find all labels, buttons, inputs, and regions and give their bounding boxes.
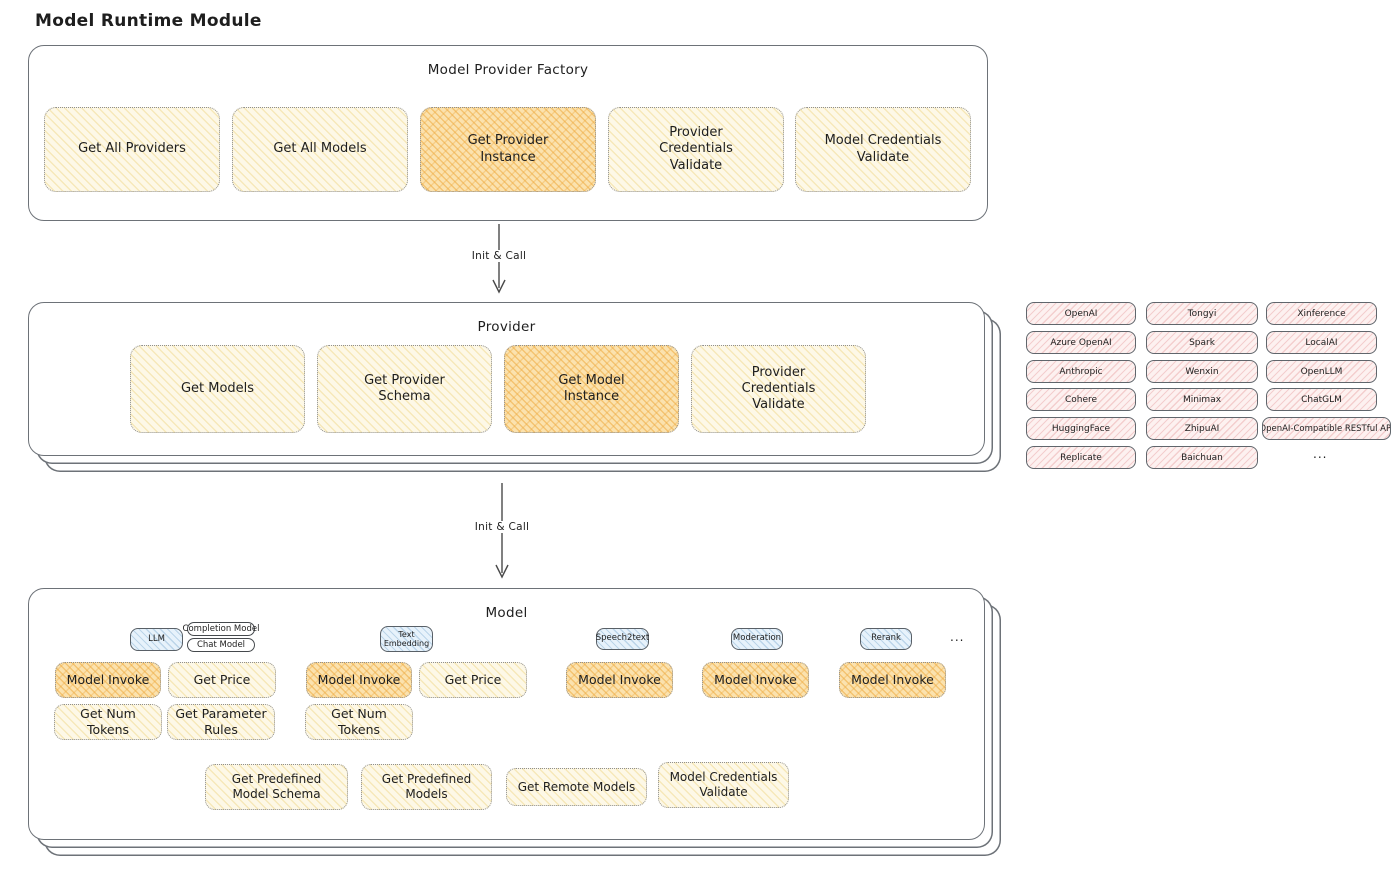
speech2text-button-model-invoke[interactable]: Model Invoke — [566, 662, 673, 698]
tag-rerank[interactable]: Rerank — [860, 628, 912, 650]
provider-chip-openai[interactable]: OpenAI — [1026, 302, 1136, 325]
provider-chip-baichuan[interactable]: Baichuan — [1146, 446, 1258, 469]
tag-text-embedding[interactable]: Text Embedding — [380, 626, 433, 652]
provider-chip-huggingface[interactable]: HuggingFace — [1026, 417, 1136, 440]
provider-chip-chatglm[interactable]: ChatGLM — [1266, 388, 1377, 411]
factory-button-get-all-providers[interactable]: Get All Providers — [44, 107, 220, 192]
model-button-get-remote-models[interactable]: Get Remote Models — [506, 768, 647, 806]
provider-button-get-model-instance[interactable]: Get Model Instance — [504, 345, 679, 433]
provider-chip-tongyi[interactable]: Tongyi — [1146, 302, 1258, 325]
provider-chip-wenxin[interactable]: Wenxin — [1146, 360, 1258, 383]
tag-chat-model[interactable]: Chat Model — [187, 638, 255, 652]
arrow-label-init-call-1: Init & Call — [466, 250, 532, 262]
arrow-provider-to-model — [495, 483, 509, 579]
arrow-label-init-call-2: Init & Call — [469, 521, 535, 533]
model-types-more-ellipsis: ... — [950, 630, 965, 644]
provider-chip-anthropic[interactable]: Anthropic — [1026, 360, 1136, 383]
tag-moderation[interactable]: Moderation — [731, 628, 783, 650]
llm-button-model-invoke[interactable]: Model Invoke — [55, 662, 161, 698]
model-button-get-predefined-models[interactable]: Get Predefined Models — [361, 764, 492, 810]
factory-button-provider-credentials-validate[interactable]: Provider Credentials Validate — [608, 107, 784, 192]
provider-chip-replicate[interactable]: Replicate — [1026, 446, 1136, 469]
moderation-button-model-invoke[interactable]: Model Invoke — [702, 662, 809, 698]
provider-chip-localai[interactable]: LocalAI — [1266, 331, 1377, 354]
page-title: Model Runtime Module — [35, 11, 262, 31]
text-embedding-button-get-price[interactable]: Get Price — [419, 662, 527, 698]
provider-chip-openllm[interactable]: OpenLLM — [1266, 360, 1377, 383]
provider-button-provider-credentials-validate[interactable]: Provider Credentials Validate — [691, 345, 866, 433]
factory-button-get-provider-instance[interactable]: Get Provider Instance — [420, 107, 596, 192]
provider-chip-zhipuai[interactable]: ZhipuAI — [1146, 417, 1258, 440]
provider-chip-spark[interactable]: Spark — [1146, 331, 1258, 354]
model-button-model-credentials-validate[interactable]: Model Credentials Validate — [658, 762, 789, 808]
provider-chip-xinference[interactable]: Xinference — [1266, 302, 1377, 325]
provider-chip-openai-compatible[interactable]: OpenAI-Compatible RESTful API — [1262, 417, 1391, 440]
llm-button-get-price[interactable]: Get Price — [168, 662, 276, 698]
model-button-get-predefined-model-schema[interactable]: Get Predefined Model Schema — [205, 764, 348, 810]
provider-button-get-provider-schema[interactable]: Get Provider Schema — [317, 345, 492, 433]
provider-chip-cohere[interactable]: Cohere — [1026, 388, 1136, 411]
tag-speech2text[interactable]: Speech2text — [596, 628, 649, 650]
llm-button-get-num-tokens[interactable]: Get Num Tokens — [54, 704, 162, 740]
provider-button-get-models[interactable]: Get Models — [130, 345, 305, 433]
factory-title: Model Provider Factory — [427, 62, 589, 78]
provider-chip-minimax[interactable]: Minimax — [1146, 388, 1258, 411]
providers-more-ellipsis: ... — [1313, 447, 1328, 461]
factory-button-model-credentials-validate[interactable]: Model Credentials Validate — [795, 107, 971, 192]
tag-completion-model[interactable]: Completion Model — [182, 622, 260, 636]
provider-chip-azure-openai[interactable]: Azure OpenAI — [1026, 331, 1136, 354]
text-embedding-button-get-num-tokens[interactable]: Get Num Tokens — [305, 704, 413, 740]
factory-button-get-all-models[interactable]: Get All Models — [232, 107, 408, 192]
llm-button-get-parameter-rules[interactable]: Get Parameter Rules — [167, 704, 275, 740]
tag-llm[interactable]: LLM — [130, 628, 183, 651]
text-embedding-button-model-invoke[interactable]: Model Invoke — [306, 662, 412, 698]
provider-title: Provider — [477, 319, 536, 335]
rerank-button-model-invoke[interactable]: Model Invoke — [839, 662, 946, 698]
model-title: Model — [485, 605, 528, 621]
